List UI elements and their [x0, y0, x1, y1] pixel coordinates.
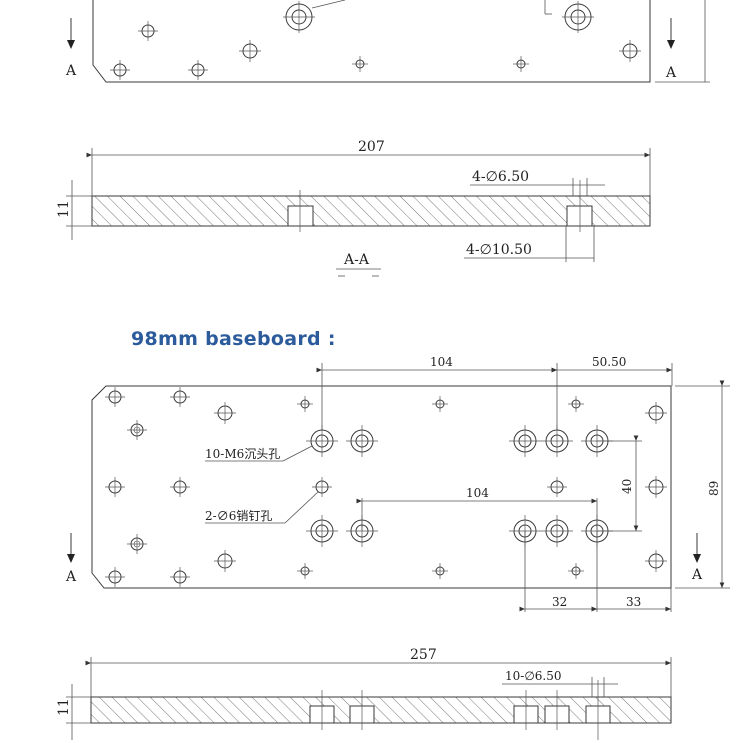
- dim-50-50: 50.50: [592, 355, 626, 369]
- counterbore-hole: [562, 1, 594, 33]
- mounting-hole: [619, 40, 641, 62]
- dim-104-mid: 104: [466, 486, 489, 500]
- dim-40: 40: [620, 479, 634, 494]
- dim-11: 11: [56, 200, 72, 218]
- baseboard-view: 104 50.50 89 40 104 32 33 10-M6沉头孔 2-∅6销…: [65, 355, 730, 612]
- section-view-257: 257 11 10-∅6.50: [56, 647, 672, 740]
- mounting-hole: [645, 550, 667, 572]
- mounting-hole: [105, 477, 125, 497]
- mounting-hole: [170, 387, 190, 407]
- pin-hole: [432, 396, 448, 412]
- section-mark-right: A: [691, 567, 703, 583]
- m6-counterbore-hole: [541, 515, 573, 547]
- pin-hole: [568, 563, 584, 579]
- m6-counterbore-hole: [581, 515, 613, 547]
- dim-257: 257: [410, 647, 437, 663]
- m6-counterbore-hole: [509, 515, 541, 547]
- note-pin-hole: 2-∅6销钉孔: [205, 509, 272, 523]
- mounting-hole: [188, 60, 208, 80]
- m6-counterbore-hole: [541, 425, 573, 457]
- mounting-hole: [170, 477, 190, 497]
- mounting-hole: [170, 567, 190, 587]
- hole-label-6-5: 4-∅6.50: [472, 169, 529, 185]
- dim-33: 33: [626, 595, 641, 609]
- pin-hole: [312, 477, 332, 497]
- hole-label-10-5: 4-∅10.50: [466, 242, 532, 258]
- mounting-hole: [645, 402, 667, 424]
- plate-section: [91, 195, 651, 227]
- counterbore-cut: [287, 205, 314, 227]
- m6-counterbore-hole: [306, 425, 338, 457]
- section-view-207: 207 11 4-∅6.50 4-∅10.50 A-A: [56, 139, 651, 277]
- section-mark-right: A: [665, 65, 677, 81]
- mounting-hole: [645, 476, 667, 498]
- mounting-hole: [214, 550, 236, 572]
- section-heading: 98mm baseboard :: [131, 328, 336, 350]
- mounting-hole: [127, 420, 147, 440]
- note-m6-counterbore: 10-M6沉头孔: [205, 447, 280, 461]
- section-label: A-A: [343, 252, 370, 268]
- pin-hole: [297, 396, 313, 412]
- pin-hole: [568, 396, 584, 412]
- dim-104-top: 104: [430, 355, 453, 369]
- m6-counterbore-hole: [346, 515, 378, 547]
- section-mark-left: A: [65, 63, 77, 79]
- m6-counterbore-hole: [509, 425, 541, 457]
- mounting-hole: [110, 60, 130, 80]
- mounting-hole: [127, 534, 147, 554]
- mounting-hole: [105, 387, 125, 407]
- section-arrow-left-head: [67, 40, 75, 49]
- counterbore-hole: [283, 1, 315, 33]
- dim-89: 89: [707, 481, 721, 496]
- mounting-hole: [214, 402, 236, 424]
- counterbore-cut: [566, 205, 593, 227]
- dim-11-bottom: 11: [56, 698, 72, 716]
- mounting-hole: [138, 21, 158, 41]
- pin-hole: [513, 56, 529, 72]
- m6-counterbore-hole: [581, 425, 613, 457]
- mounting-hole: [239, 40, 261, 62]
- pin-hole: [352, 56, 368, 72]
- dim-207: 207: [358, 139, 385, 155]
- dim-32: 32: [552, 595, 567, 609]
- m6-counterbore-hole: [306, 515, 338, 547]
- plate-section: [90, 696, 672, 724]
- hole-label-bottom: 10-∅6.50: [505, 669, 562, 683]
- section-arrow-right-head: [667, 40, 675, 49]
- mounting-hole: [105, 567, 125, 587]
- pin-hole: [432, 563, 448, 579]
- top-plate-view: A A: [65, 0, 710, 83]
- top-plate-outline: [92, 0, 651, 83]
- pin-hole: [547, 477, 567, 497]
- section-mark-left: A: [65, 569, 77, 585]
- pin-hole: [297, 563, 313, 579]
- m6-counterbore-hole: [346, 425, 378, 457]
